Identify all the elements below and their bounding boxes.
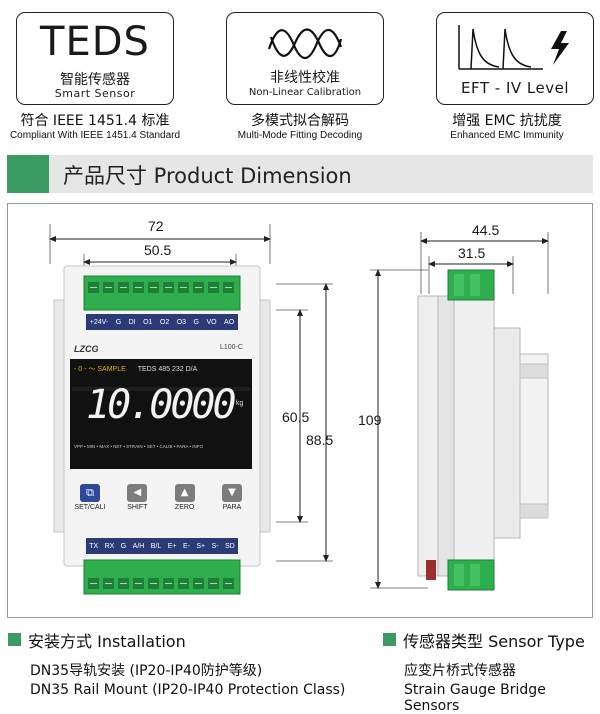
dimension-drawing: 72 50.5 60.5 88.5 44.5 31.5 109 +24V- G DI… bbox=[7, 203, 593, 618]
feature-eft: EFT - IV Level 增强 EMC 抗扰度 Enhanced EMC I… bbox=[412, 0, 600, 150]
bottom-label-strip: TX RX G A/H B/L E+ E- S+ S- SD bbox=[86, 538, 238, 554]
terminal-label: B/L bbox=[150, 542, 162, 550]
terminal-label: AO bbox=[224, 318, 235, 326]
dim-width-total: 72 bbox=[148, 218, 164, 234]
sensor-type-title-cn: 传感器类型 bbox=[403, 632, 484, 651]
terminal-label: O1 bbox=[143, 318, 153, 326]
dim-width-inner: 50.5 bbox=[144, 242, 172, 258]
teds-badge: TEDS 智能传感器 Smart Sensor bbox=[16, 12, 174, 105]
terminal-label: +24V- bbox=[89, 318, 109, 326]
installation-line-cn: DN35导轨安装 (IP20-IP40防护等级) bbox=[30, 663, 263, 679]
feature-name: 增强 EMC 抗扰度 bbox=[452, 113, 562, 129]
feature-name: 多模式拟合解码 bbox=[251, 113, 349, 129]
top-label-strip: +24V- G DI O1 O2 O3 G VO AO bbox=[86, 314, 238, 330]
status-485: 485 bbox=[158, 366, 171, 373]
para-button[interactable]: ▼ PARA bbox=[210, 484, 254, 524]
terminal-label: O2 bbox=[159, 318, 170, 326]
left-arrow-icon: ◀ bbox=[127, 484, 148, 502]
feature-teds: TEDS 智能传感器 Smart Sensor 符合 IEEE 1451.4 标… bbox=[0, 0, 190, 150]
installation-title: 安装方式 Installation bbox=[28, 628, 186, 652]
set-cali-icon: ⧉ bbox=[80, 484, 100, 502]
zero-label: ZERO bbox=[174, 504, 195, 511]
set-cali-label: SET/CALI bbox=[74, 504, 106, 511]
teds-subtitle-cn: 智能传感器 bbox=[60, 72, 130, 88]
teds-title: TEDS bbox=[40, 19, 150, 65]
keypad: ⧉ SET/CALI ◀ SHIFT ▲ ZERO ▼ PARA bbox=[68, 484, 254, 524]
status-da: D/A bbox=[185, 366, 198, 373]
installation-title-en: Installation bbox=[97, 632, 186, 651]
shift-button[interactable]: ◀ SHIFT bbox=[115, 484, 159, 524]
top-terminals bbox=[88, 282, 234, 293]
section-header: 产品尺寸 Product Dimension bbox=[7, 155, 593, 193]
sensor-type-line-en: Strain Gauge Bridge Sensors bbox=[404, 682, 546, 714]
down-arrow-icon: ▼ bbox=[221, 484, 242, 502]
dim-side-height: 109 bbox=[358, 412, 382, 428]
installation-title-cn: 安装方式 bbox=[28, 632, 93, 651]
model-label: L100-C bbox=[220, 344, 243, 351]
nonlinear-subtitle-en: Non-Linear Calibration bbox=[248, 87, 362, 98]
nonlinear-subtitle-cn: 非线性校准 bbox=[270, 70, 340, 86]
bottom-terminals bbox=[88, 578, 234, 589]
sensor-type-bullet bbox=[383, 633, 396, 646]
terminal-label: DI bbox=[128, 318, 136, 326]
status-teds: TEDS bbox=[137, 366, 157, 373]
up-arrow-icon: ▲ bbox=[174, 484, 195, 502]
terminal-label: E- bbox=[182, 542, 190, 550]
display-unit: kg bbox=[236, 400, 244, 407]
sensor-type-line-cn: 应变片桥式传感器 bbox=[404, 663, 516, 679]
eft-level: EFT - IV Level bbox=[460, 79, 569, 97]
display-value: 10.0000 bbox=[86, 382, 237, 428]
sensor-type-title-en: Sensor Type bbox=[488, 632, 585, 651]
dim-side-depth-inner: 31.5 bbox=[458, 245, 486, 261]
terminal-label: VO bbox=[206, 318, 217, 326]
terminal-label: A/H bbox=[132, 542, 145, 550]
brand-logo: LZCG bbox=[74, 344, 99, 354]
dim-height-total: 88.5 bbox=[306, 432, 334, 448]
terminal-label: G bbox=[120, 542, 127, 550]
status-wave-icon: 〜 bbox=[88, 366, 96, 373]
dim-side-depth-total: 44.5 bbox=[472, 222, 500, 238]
eft-pulse-icon bbox=[458, 25, 569, 70]
teds-subtitle-en: Smart Sensor bbox=[54, 87, 136, 100]
feature-subtitle: Compliant With IEEE 1451.4 Standard bbox=[9, 130, 181, 141]
terminal-label: RX bbox=[104, 542, 115, 550]
nonlinear-badge: 非线性校准 Non-Linear Calibration bbox=[226, 12, 384, 105]
installation-bullet bbox=[8, 633, 21, 646]
set-cali-button[interactable]: ⧉ SET/CALI bbox=[68, 484, 112, 524]
status-line: - 0 - 〜 SAMPLE TEDS 485 232 D/A bbox=[74, 364, 250, 374]
dim-height-inner: 60.5 bbox=[282, 409, 310, 425]
installation-line-en: DN35 Rail Mount (IP20-IP40 Protection Cl… bbox=[30, 682, 346, 698]
terminal-label: S+ bbox=[196, 542, 206, 550]
section-title: 产品尺寸 Product Dimension bbox=[63, 164, 352, 188]
status-232: 232 bbox=[171, 366, 184, 373]
indicator-row: VPP • MIN • MAX • NET • STRAIN • SET • C… bbox=[74, 444, 204, 449]
terminal-label: G bbox=[193, 318, 199, 326]
feature-subtitle: Multi-Mode Fitting Decoding bbox=[237, 130, 363, 141]
para-label: PARA bbox=[222, 504, 242, 511]
terminal-label: SD bbox=[225, 542, 235, 550]
sensor-type-title: 传感器类型 Sensor Type bbox=[403, 628, 585, 652]
terminal-label: S- bbox=[211, 542, 219, 550]
status-zero: - 0 - bbox=[74, 366, 87, 373]
feature-name: 符合 IEEE 1451.4 标准 bbox=[20, 113, 170, 129]
sine-curve-icon bbox=[267, 28, 343, 60]
terminal-label: TX bbox=[89, 542, 99, 550]
section-accent bbox=[7, 155, 49, 193]
zero-button[interactable]: ▲ ZERO bbox=[163, 484, 207, 524]
feature-subtitle: Enhanced EMC Immunity bbox=[450, 130, 564, 141]
dimension-svg bbox=[49, 224, 549, 595]
feature-nonlinear: 非线性校准 Non-Linear Calibration 多模式拟合解码 Mul… bbox=[205, 0, 395, 150]
eft-badge: EFT - IV Level bbox=[436, 12, 594, 105]
shift-label: SHIFT bbox=[127, 504, 148, 511]
terminal-label: O3 bbox=[176, 318, 187, 326]
status-sample: SAMPLE bbox=[97, 366, 126, 373]
terminal-label: G bbox=[115, 318, 122, 326]
terminal-label: E+ bbox=[167, 542, 177, 550]
